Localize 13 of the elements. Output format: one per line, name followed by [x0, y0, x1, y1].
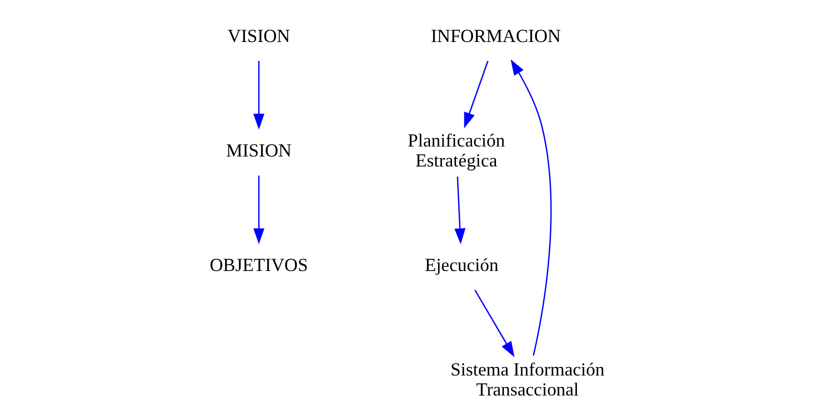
node-text: MISION [226, 140, 292, 160]
node-text: INFORMACION [430, 26, 561, 46]
node-text: VISION [228, 26, 290, 46]
node-text: Ejecución [424, 254, 498, 275]
arrow [464, 60, 489, 128]
arrow [253, 176, 264, 244]
arrow [510, 59, 552, 356]
arrow [253, 60, 264, 130]
node-text: Planificación Estratégica [408, 130, 505, 170]
node-text: Sistema Información Transaccional [450, 360, 604, 400]
node-text: OBJETIVOS [210, 254, 308, 275]
arrow [474, 290, 514, 358]
arrow [454, 176, 466, 244]
